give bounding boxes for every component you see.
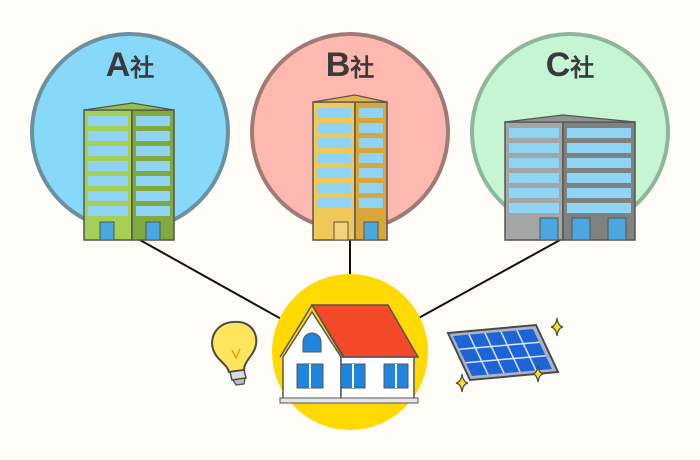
company-a: A社 xyxy=(30,32,230,241)
sparkle-icon xyxy=(455,317,564,393)
solar-panel-icon xyxy=(446,323,560,382)
office-building-icon xyxy=(312,94,388,241)
connection-line-a xyxy=(139,239,293,326)
lightbulb-icon xyxy=(211,320,258,386)
home xyxy=(272,274,428,430)
company-c: C社 xyxy=(470,32,670,241)
company-label-b: B社 xyxy=(326,46,375,84)
company-label-a: A社 xyxy=(106,46,155,84)
company-b: B社 xyxy=(250,32,450,241)
office-building-icon xyxy=(83,102,175,241)
connection-line-c xyxy=(405,239,561,326)
company-label-c: C社 xyxy=(546,46,595,84)
office-building-icon xyxy=(504,114,636,241)
house-icon xyxy=(279,303,420,404)
